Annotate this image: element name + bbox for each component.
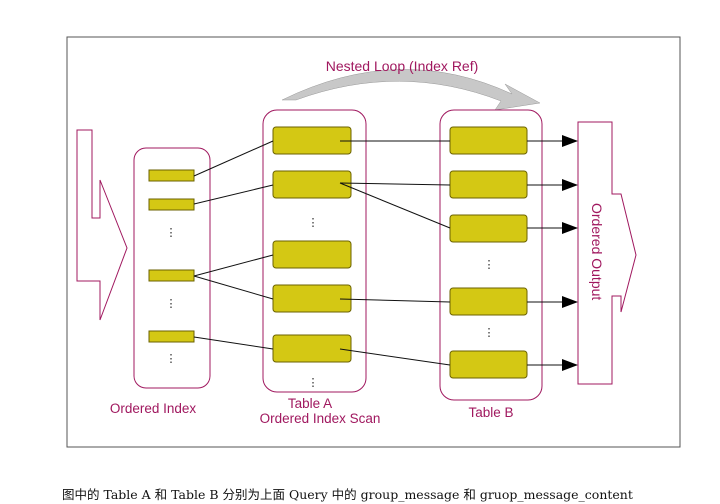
table-a-label: Table A [288,396,332,411]
ordered-index-group [133,147,211,389]
index-to-table-a-links [193,140,274,350]
outer-frame [66,36,681,448]
ellipsis: ⋮ [308,216,319,229]
ellipsis: ⋮ [166,226,177,239]
table-a-row [272,126,352,155]
index-entry [148,198,195,211]
table-b-row [449,126,528,155]
table-a-row [272,284,352,313]
table-a-group [262,109,367,393]
table-a-row [272,334,352,363]
table-a-to-table-b-links [339,140,451,366]
index-entry [148,169,195,182]
table-b-row [449,170,528,199]
table-b-group [439,109,543,401]
table-a-row [272,170,352,199]
output-arrow [577,121,637,385]
ordered-output-label: Ordered Output [589,203,605,300]
ellipsis: ⋮ [484,326,495,339]
ellipsis: ⋮ [484,258,495,271]
table-b-row [449,350,528,379]
index-entry [148,330,195,343]
nested-loop-label: Nested Loop (Index Ref) [326,58,479,74]
ordered-index-label: Ordered Index [110,401,197,416]
nested-loop-arrow [281,69,541,111]
input-arrow [76,129,128,321]
index-entry [148,269,195,282]
table-b-to-output-arrows [527,135,578,371]
ellipsis: ⋮ [166,352,177,365]
table-a-sublabel: Ordered Index Scan [260,411,381,426]
caption: 图中的 Table A 和 Table B 分别为上面 Query 中的 gro… [62,487,633,502]
table-b-row [449,287,528,316]
table-b-label: Table B [468,405,513,420]
table-a-row [272,240,352,269]
diagram: Nested Loop (Index Ref) ⋮ ⋮ ⋮ Ordered In… [66,36,681,448]
ellipsis: ⋮ [308,376,319,389]
table-b-row [449,214,528,243]
ellipsis: ⋮ [166,297,177,310]
